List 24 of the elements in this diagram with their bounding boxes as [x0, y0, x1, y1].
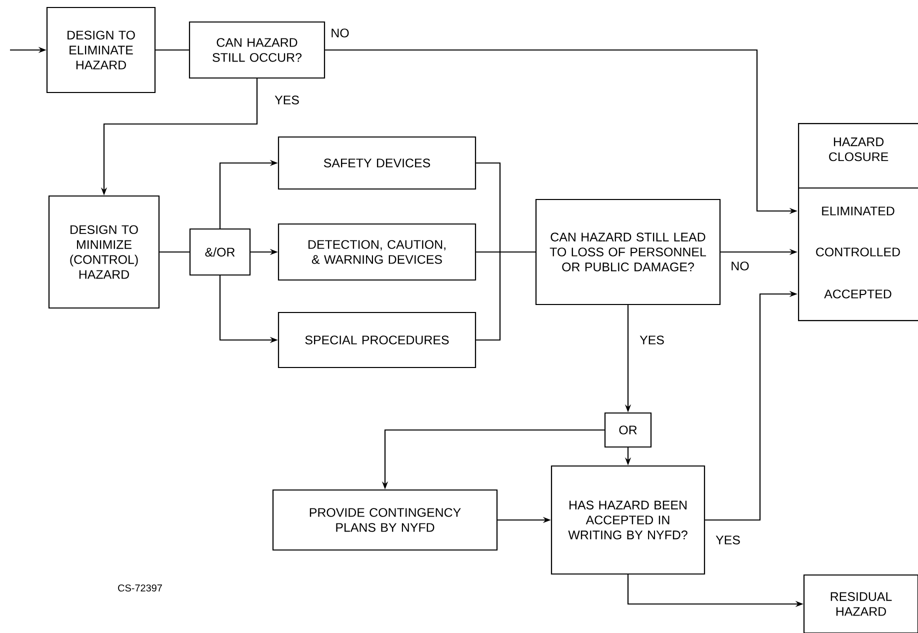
figure-number: CS-72397 [118, 584, 162, 592]
process-box: RESIDUAL HAZARD [803, 574, 918, 633]
edge-label: YES [714, 534, 742, 546]
edge-label: NO [730, 260, 750, 272]
decision-box: CAN HAZARD STILL OCCUR? [188, 21, 326, 79]
process-box: SAFETY DEVICES [278, 136, 476, 190]
closure-entry: ELIMINATED [822, 206, 894, 216]
decision-box: CAN HAZARD STILL LEAD TO LOSS OF PERSONNEL OR PUBLIC DAMAGE? [535, 198, 721, 306]
edge-label: YES [638, 334, 666, 346]
decision-box: HAS HAZARD BEEN ACCEPTED IN WRITING BY NYFD? [550, 465, 706, 575]
process-box: DESIGN TO ELIMINATE HAZARD [46, 6, 156, 94]
closure-entry: CONTROLLED [816, 248, 900, 256]
closure-entry: ACCEPTED [824, 290, 892, 298]
gate-box: OR [604, 412, 652, 448]
process-box: PROVIDE CONTINGENCY PLANS BY NYFD [272, 489, 498, 551]
connector-line [156, 49, 189, 51]
edge-label: YES [274, 94, 300, 106]
gate-box: &/OR [189, 228, 251, 276]
edge-label: NO [330, 28, 350, 38]
connector-line [160, 251, 190, 253]
process-box: SPECIAL PROCEDURES [278, 312, 476, 368]
connector-line [476, 251, 536, 341]
process-box: DETECTION, CAUTION, & WARNING DEVICES [278, 223, 476, 281]
process-box: DESIGN TO MINIMIZE (CONTROL) HAZARD [48, 195, 160, 309]
